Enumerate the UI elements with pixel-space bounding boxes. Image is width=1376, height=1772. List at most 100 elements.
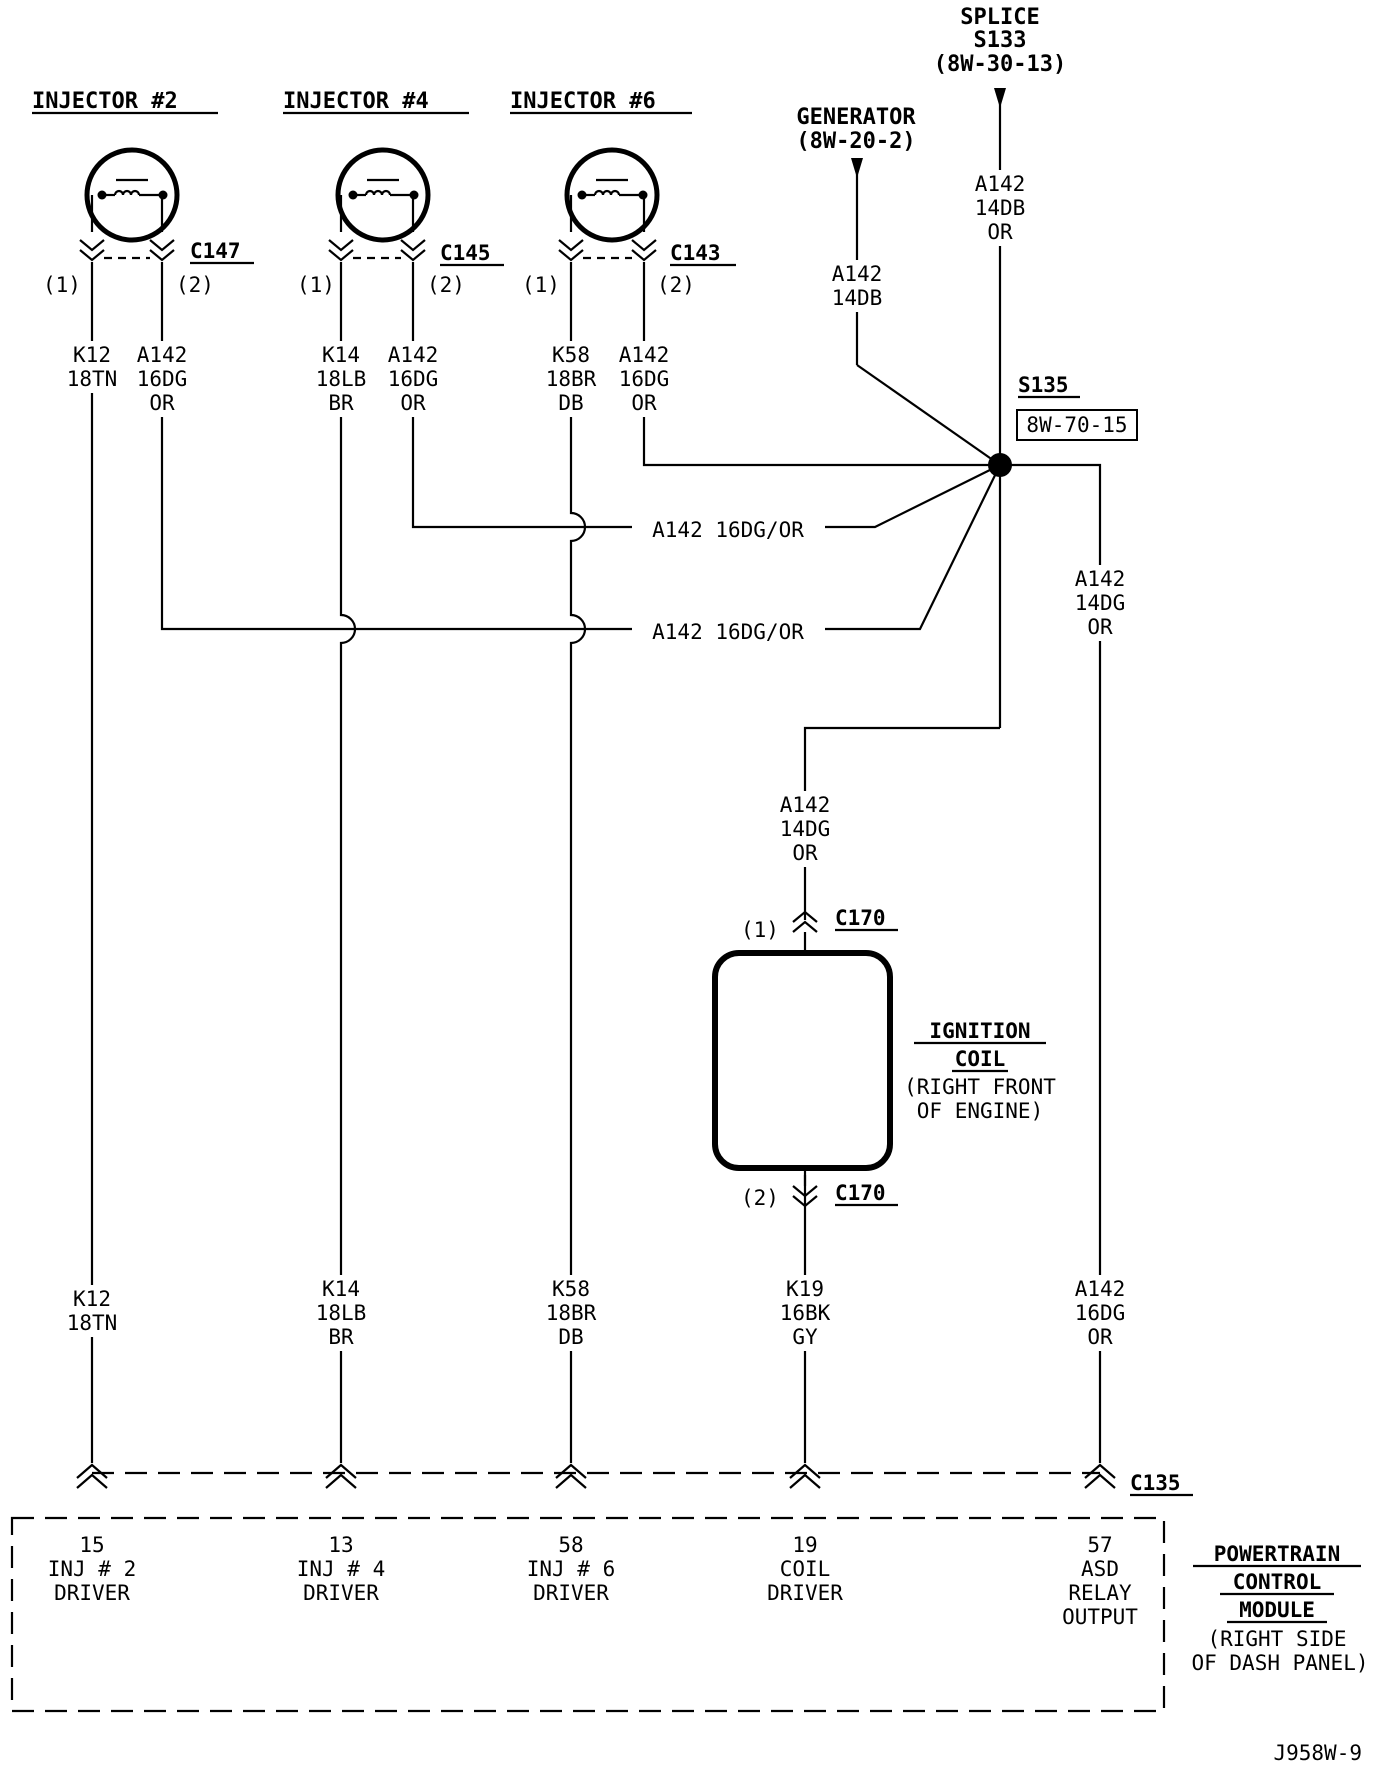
wire-k58-bot-label: K58 18BR DB [534, 1275, 608, 1351]
svg-text:DB: DB [558, 1325, 583, 1349]
svg-text:INJ # 2: INJ # 2 [48, 1557, 137, 1581]
pcm-title-1: POWERTRAIN [1214, 1542, 1340, 1566]
svg-text:13: 13 [328, 1533, 353, 1557]
svg-text:16DG: 16DG [619, 367, 670, 391]
coil-connector-bottom: C170 [835, 1181, 886, 1205]
svg-text:A142: A142 [780, 793, 831, 817]
svg-text:DRIVER: DRIVER [533, 1581, 609, 1605]
svg-text:18TN: 18TN [67, 1311, 118, 1335]
coil-pin2: (2) [741, 1186, 779, 1210]
injector-2-pin2: (2) [176, 273, 214, 297]
injector-2-symbol [84, 147, 180, 243]
svg-text:14DB: 14DB [975, 196, 1026, 220]
splice-s135-ref: 8W-70-15 [1026, 413, 1127, 437]
injector-2-pin1: (1) [43, 273, 81, 297]
svg-text:OR: OR [149, 391, 175, 415]
svg-text:A142: A142 [1075, 567, 1126, 591]
svg-text:18BR: 18BR [546, 367, 597, 391]
injector-6: INJECTOR #6 (1) (2) C143 [510, 89, 736, 297]
injector-6-symbol [564, 147, 660, 243]
svg-text:BR: BR [328, 391, 354, 415]
svg-text:A142: A142 [832, 262, 883, 286]
injector-4-title: INJECTOR #4 [283, 89, 429, 114]
svg-text:OR: OR [987, 220, 1013, 244]
pcm-connector-c135: C135 [76, 1463, 1193, 1497]
wire-k14-top-label: K14 18LB BR [304, 341, 378, 417]
pcm-location-2: OF DASH PANEL) [1191, 1651, 1368, 1675]
svg-text:57: 57 [1087, 1533, 1112, 1557]
svg-text:DRIVER: DRIVER [54, 1581, 130, 1605]
splice-s133-title: SPLICE [960, 5, 1039, 30]
wire-a142-right-label: A142 14DG OR [1063, 565, 1137, 641]
svg-text:OR: OR [631, 391, 657, 415]
ignition-coil-body [712, 950, 893, 1171]
wire-a142-inj6-label: A142 16DG OR [607, 341, 681, 417]
svg-text:15: 15 [79, 1533, 104, 1557]
coil-connector-top: C170 [835, 906, 886, 930]
svg-text:A142: A142 [137, 343, 188, 367]
injector-2: INJECTOR #2 (1) (2) C147 [32, 89, 254, 297]
connector-c147: C147 [190, 239, 241, 263]
svg-text:16DG: 16DG [388, 367, 439, 391]
svg-text:18LB: 18LB [316, 1301, 367, 1325]
injector-4-pin1: (1) [297, 273, 335, 297]
wiring: A142 16DG/OR A142 16DG/OR [90, 262, 1102, 1463]
wire-a142-s133-label: A142 14DB OR [963, 170, 1037, 246]
pcm-module: 15 INJ # 2 DRIVER 13 INJ # 4 DRIVER 58 I… [10, 1516, 1369, 1713]
svg-text:OR: OR [1087, 1325, 1113, 1349]
figure-id: J958W-9 [1273, 1741, 1362, 1765]
injector-2-title: INJECTOR #2 [32, 89, 178, 114]
injector-6-title: INJECTOR #6 [510, 89, 656, 114]
splice-s135: S135 8W-70-15 [988, 373, 1138, 477]
svg-text:K14: K14 [322, 343, 360, 367]
splice-s135-id: S135 [1018, 373, 1069, 397]
svg-text:DRIVER: DRIVER [767, 1581, 843, 1605]
wire-k58-top-label: K58 18BR DB [534, 341, 608, 417]
wire-k12-bot-label: K12 18TN [55, 1285, 129, 1337]
c135-pin-19 [789, 1463, 821, 1489]
pcm-pin-13: 13 INJ # 4 DRIVER [297, 1533, 386, 1605]
pcm-title-3: MODULE [1239, 1598, 1315, 1622]
svg-text:OR: OR [792, 841, 818, 865]
svg-text:OR: OR [1087, 615, 1113, 639]
svg-text:A142: A142 [1075, 1277, 1126, 1301]
pcm-pin-15: 15 INJ # 2 DRIVER [48, 1533, 137, 1605]
svg-text:INJ # 6: INJ # 6 [527, 1557, 616, 1581]
c135-pin-57 [1084, 1463, 1116, 1489]
svg-text:16DG: 16DG [137, 367, 188, 391]
injector-6-pin1: (1) [522, 273, 560, 297]
ignition-coil-location-2: OF ENGINE) [917, 1099, 1043, 1123]
generator-ref-page: (8W-20-2) [796, 129, 915, 154]
connector-c143: C143 [670, 241, 721, 265]
wire-a142-bot-label: A142 16DG OR [1063, 1275, 1137, 1351]
svg-text:K58: K58 [552, 1277, 590, 1301]
svg-text:14DG: 14DG [1075, 591, 1126, 615]
svg-text:RELAY: RELAY [1068, 1581, 1132, 1605]
svg-text:18LB: 18LB [316, 367, 367, 391]
svg-text:BR: BR [328, 1325, 354, 1349]
injector-4-symbol [335, 147, 431, 243]
svg-text:DRIVER: DRIVER [303, 1581, 379, 1605]
svg-text:ASD: ASD [1081, 1557, 1119, 1581]
ignition-coil-location-1: (RIGHT FRONT [904, 1075, 1056, 1099]
pcm-title-2: CONTROL [1233, 1570, 1322, 1594]
wire-a142-inj2-label: A142 16DG OR [125, 341, 199, 417]
coil-pin1: (1) [741, 918, 779, 942]
svg-text:14DG: 14DG [780, 817, 831, 841]
svg-text:A142: A142 [388, 343, 439, 367]
injector-4-pin2: (2) [427, 273, 465, 297]
injector-4: INJECTOR #4 (1) (2) C145 [283, 89, 504, 297]
generator-title: GENERATOR [796, 105, 916, 130]
connector-c145: C145 [440, 241, 491, 265]
pcm-outline [10, 1516, 1166, 1713]
wire-k14-bot-label: K14 18LB BR [304, 1275, 378, 1351]
svg-text:K58: K58 [552, 343, 590, 367]
svg-text:INJ # 4: INJ # 4 [297, 1557, 386, 1581]
ignition-coil: (1) C170 (2) C170 IGNITION COIL (RIGHT F… [712, 906, 1056, 1210]
c135-pin-58 [555, 1463, 587, 1489]
wire-a142-inj4-label: A142 16DG OR [376, 341, 450, 417]
svg-text:14DB: 14DB [832, 286, 883, 310]
ignition-coil-title-2: COIL [955, 1047, 1006, 1071]
svg-text:K12: K12 [73, 343, 111, 367]
